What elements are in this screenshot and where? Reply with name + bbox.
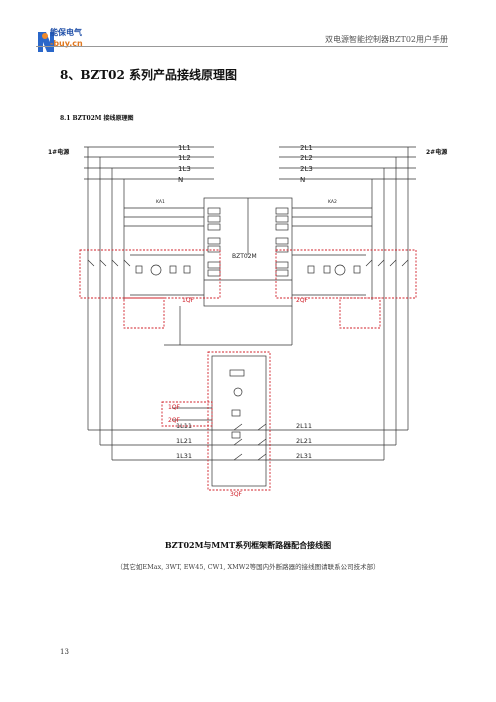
out-1l21: 1L21	[176, 437, 192, 445]
out-2l21: 2L21	[296, 437, 312, 445]
bus-label-1n: N	[178, 176, 183, 184]
document-title: 双电源智能控制器BZT02用户手册	[325, 35, 448, 44]
breaker-2qf-sub: 2QF	[168, 417, 181, 424]
out-1l31: 1L31	[176, 452, 192, 460]
bus-label-2n: N	[300, 176, 305, 184]
out-1l11: 1L11	[176, 422, 192, 430]
logo-url: -buy.cn	[50, 39, 83, 48]
figure-note: （其它如EMax, 3WT, EW45, CW1, XMW2等国内外断路器的接线…	[116, 563, 380, 571]
controller-name: BZT02M	[232, 253, 257, 260]
section-title: 8、BZT02 系列产品接线原理图	[60, 68, 238, 82]
bus-label-2l3: 2L3	[300, 165, 313, 173]
ka2-label: KA2	[328, 199, 337, 205]
bus-label-1l3: 1L3	[178, 165, 191, 173]
breaker-1qf-sub: 1QF	[168, 404, 181, 411]
bus-label-2l2: 2L2	[300, 154, 313, 162]
bus-label-2l1: 2L1	[300, 144, 313, 152]
logo-text: 能保电气	[50, 28, 82, 37]
breaker-1qf-label: 1QF	[182, 297, 195, 304]
source1-label: 1#电源	[48, 148, 69, 156]
subsection-title: 8.1 BZT02M 接线原理图	[60, 115, 134, 122]
company-logo	[38, 32, 54, 52]
header-divider	[36, 46, 448, 47]
source2-label: 2#电源	[426, 148, 447, 156]
breaker-3qf-label: 3QF	[230, 491, 243, 498]
ka1-label: KA1	[156, 199, 165, 205]
out-2l11: 2L11	[296, 422, 312, 430]
wiring-diagram: 1L1 1L2 1L3 N 2L1 2L2 2L3 N 1#电源 2#电源 KA…	[48, 144, 447, 498]
bus-label-1l1: 1L1	[178, 144, 191, 152]
bus-label-1l2: 1L2	[178, 154, 191, 162]
figure-caption: BZT02M与MMT系列框架断路器配合接线图	[164, 540, 332, 550]
page-number: 13	[60, 648, 69, 656]
out-2l31: 2L31	[296, 452, 312, 460]
breaker-2qf-label: 2QF	[296, 297, 309, 304]
